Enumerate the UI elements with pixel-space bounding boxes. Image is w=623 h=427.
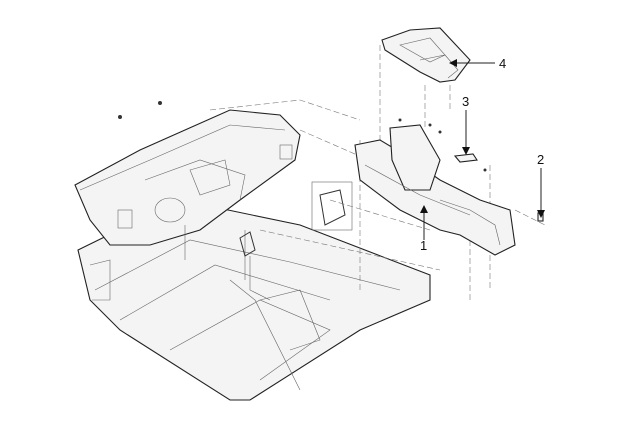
callout-2: 2 bbox=[537, 152, 545, 218]
console-trim-cover bbox=[453, 153, 478, 163]
callout-3: 3 bbox=[462, 94, 470, 155]
screws bbox=[118, 101, 487, 172]
callout-4: 4 bbox=[449, 56, 506, 71]
shifter-assembly bbox=[239, 181, 353, 301]
callout-label-1: 1 bbox=[420, 238, 427, 253]
floor-pan bbox=[77, 199, 431, 401]
dashboard bbox=[74, 109, 301, 280]
callout-label-3: 3 bbox=[462, 94, 469, 109]
callout-label-4: 4 bbox=[499, 56, 506, 71]
upper-console-cover bbox=[381, 27, 471, 83]
floor-console bbox=[354, 124, 516, 256]
callout-label-2: 2 bbox=[537, 152, 544, 167]
callout-1: 1 bbox=[420, 205, 428, 253]
